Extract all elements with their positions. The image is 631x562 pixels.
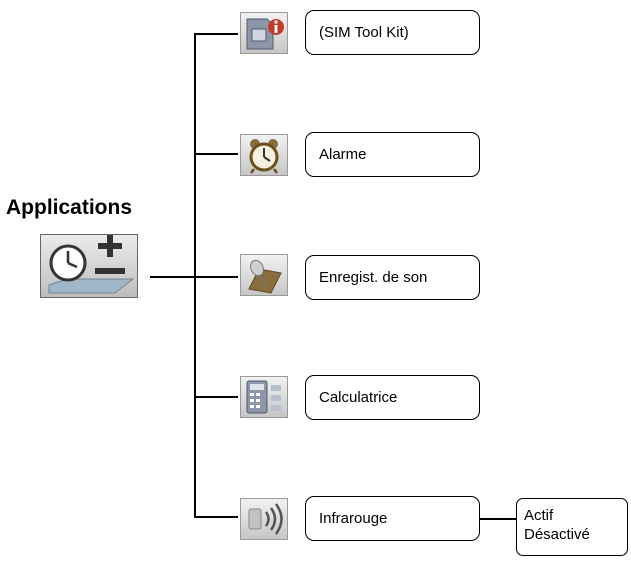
branch-line xyxy=(194,516,238,518)
infrared-icon xyxy=(240,498,288,540)
root-title: Applications xyxy=(6,196,133,219)
menu-item-label: Calculatrice xyxy=(319,389,398,406)
menu-item-sim-tool-kit[interactable]: (SIM Tool Kit) xyxy=(305,10,480,55)
infrared-options-box[interactable]: Actif Désactivé xyxy=(516,498,628,556)
branch-line xyxy=(194,396,238,398)
menu-item-label: Alarme xyxy=(319,146,367,163)
option-desactive[interactable]: Désactivé xyxy=(524,526,590,543)
branch-line xyxy=(194,153,238,155)
menu-item-label: (SIM Tool Kit) xyxy=(319,24,409,41)
trunk-line xyxy=(194,33,196,518)
menu-item-enregist-de-son[interactable]: Enregist. de son xyxy=(305,255,480,300)
clock-plus-minus-icon xyxy=(40,234,138,298)
infrared-options-connector xyxy=(480,518,516,520)
root-connector xyxy=(150,276,195,278)
menu-item-label: Infrarouge xyxy=(319,510,388,527)
calculator-icon xyxy=(240,376,288,418)
menu-item-label: Enregist. de son xyxy=(319,269,428,286)
voice-recorder-icon xyxy=(240,254,288,296)
option-actif[interactable]: Actif xyxy=(524,507,554,524)
menu-item-infrarouge[interactable]: Infrarouge xyxy=(305,496,480,541)
alarm-clock-icon xyxy=(240,134,288,176)
menu-item-calculatrice[interactable]: Calculatrice xyxy=(305,375,480,420)
branch-line xyxy=(194,33,238,35)
sim-info-icon xyxy=(240,12,288,54)
menu-item-alarme[interactable]: Alarme xyxy=(305,132,480,177)
branch-line xyxy=(194,276,238,278)
